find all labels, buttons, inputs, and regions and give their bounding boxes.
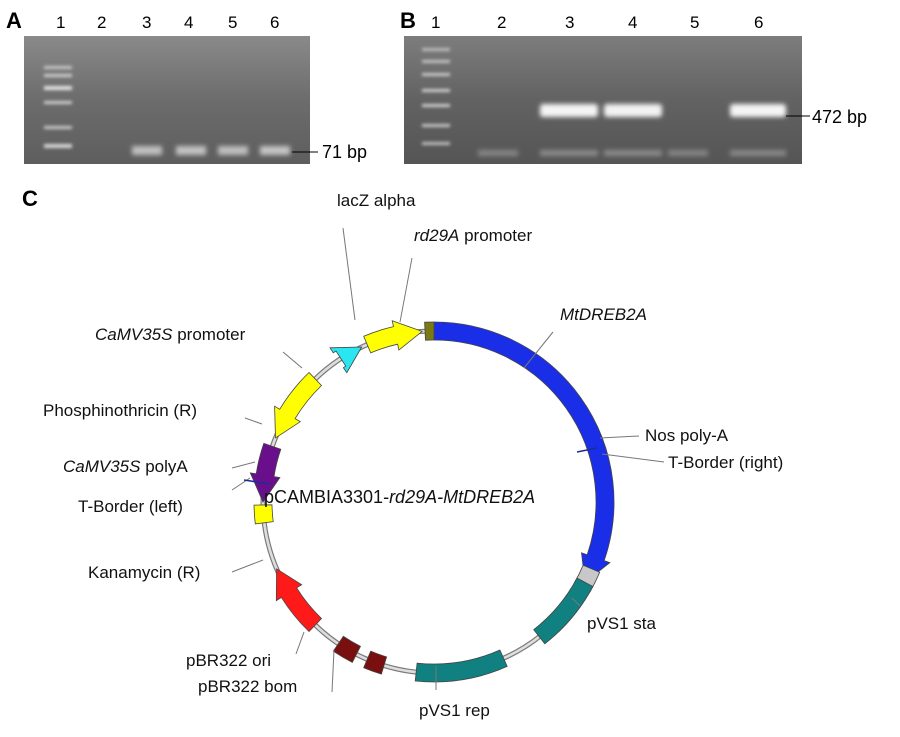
label-nos-polya: Nos poly-A: [645, 426, 729, 445]
panel-c: C lacZ alpha rd29A p: [22, 186, 783, 720]
label-tborder-left: T-Border (left): [78, 497, 183, 516]
leader-kanamycin: [231, 559, 264, 573]
lane-label: 4: [628, 13, 637, 32]
label-rd29a-promoter: rd29A promoter: [414, 226, 532, 245]
label-pbr322-bom: pBR322 bom: [198, 677, 297, 696]
sample-bands-a: [132, 146, 290, 155]
feature-rd29a-promoter: [363, 320, 423, 354]
gel-image-a: [24, 36, 310, 164]
lane-label: 1: [56, 13, 65, 32]
lane-label: 3: [565, 13, 574, 32]
lane-labels-b: 1 2 3 4 5 6: [431, 13, 763, 32]
ladder-a: [44, 66, 72, 148]
label-kanamycin: Kanamycin (R): [88, 563, 200, 582]
leader-tborder-right: [601, 453, 665, 463]
panel-a-letter: A: [6, 8, 22, 33]
band-size-label-b: 472 bp: [812, 107, 867, 127]
leader-lines: [231, 227, 665, 693]
feature-pvs1-rep: [414, 649, 508, 683]
gel-image-b: [404, 36, 802, 164]
feature-junction: [424, 321, 435, 341]
plasmid-features: [249, 320, 615, 683]
feature-phosphinothricin: [249, 442, 282, 503]
feature-kanamycin: [275, 568, 323, 633]
leader-rd29a: [399, 257, 413, 323]
feature-pbr322-bom: [363, 650, 388, 675]
leader-phosphinothricin: [244, 417, 263, 425]
feature-mtdreb2a: [433, 321, 615, 584]
feature-labels: lacZ alpha rd29A promoter MtDREB2A CaMV3…: [43, 191, 783, 720]
leader-nos-polya: [599, 435, 640, 439]
label-tborder-right: T-Border (right): [668, 453, 783, 472]
lane-label: 4: [184, 13, 193, 32]
lane-label: 1: [431, 13, 440, 32]
tborder-right-mark: [576, 447, 598, 453]
label-pvs1-rep: pVS1 rep: [419, 701, 490, 720]
label-pbr322-ori: pBR322 ori: [186, 651, 271, 670]
feature-camv35s-polya: [253, 504, 274, 525]
label-camv35s-promoter: CaMV35S promoter: [95, 325, 246, 344]
panel-a: A 1 2 3 4 5 6 71 bp: [6, 8, 367, 164]
panel-c-letter: C: [22, 186, 38, 211]
leader-pbr322-ori: [295, 631, 305, 655]
lane-label: 6: [754, 13, 763, 32]
tborder-left-mark: [243, 479, 271, 485]
lane-label: 2: [497, 13, 506, 32]
leader-lacz: [342, 227, 356, 321]
lane-label: 5: [228, 13, 237, 32]
plasmid-name: pCAMBIA3301-rd29A-MtDREB2A: [264, 487, 535, 507]
feature-lacz-alpha: [329, 346, 363, 374]
label-pvs1-sta: pVS1 sta: [587, 614, 657, 633]
lane-label: 3: [142, 13, 151, 32]
lane-labels-a: 1 2 3 4 5 6: [56, 13, 279, 32]
ladder-b: [422, 48, 450, 145]
feature-pvs1-sta: [533, 577, 594, 645]
lane-label: 5: [690, 13, 699, 32]
feature-camv35s-promoter: [274, 371, 323, 439]
lane-label: 2: [97, 13, 106, 32]
feature-pbr322-ori: [332, 635, 362, 663]
label-lacz-alpha: lacZ alpha: [337, 191, 416, 210]
leader-pvs1-sta: [571, 597, 581, 607]
band-size-label-a: 71 bp: [322, 142, 367, 162]
leader-pbr322-bom: [331, 649, 335, 693]
label-mtdreb2a: MtDREB2A: [560, 305, 647, 324]
label-phosphinothricin: Phosphinothricin (R): [43, 401, 197, 420]
lane-label: 6: [270, 13, 279, 32]
label-camv35s-polya: CaMV35S polyA: [63, 457, 188, 476]
leader-mtdreb2a: [523, 331, 554, 369]
sample-bands-b: [478, 104, 786, 156]
panel-b-letter: B: [400, 8, 416, 33]
panel-b: B 1 2 3 4: [400, 8, 867, 164]
leader-camv35s-promoter: [282, 351, 303, 369]
leader-camv35s-polya: [231, 461, 256, 469]
